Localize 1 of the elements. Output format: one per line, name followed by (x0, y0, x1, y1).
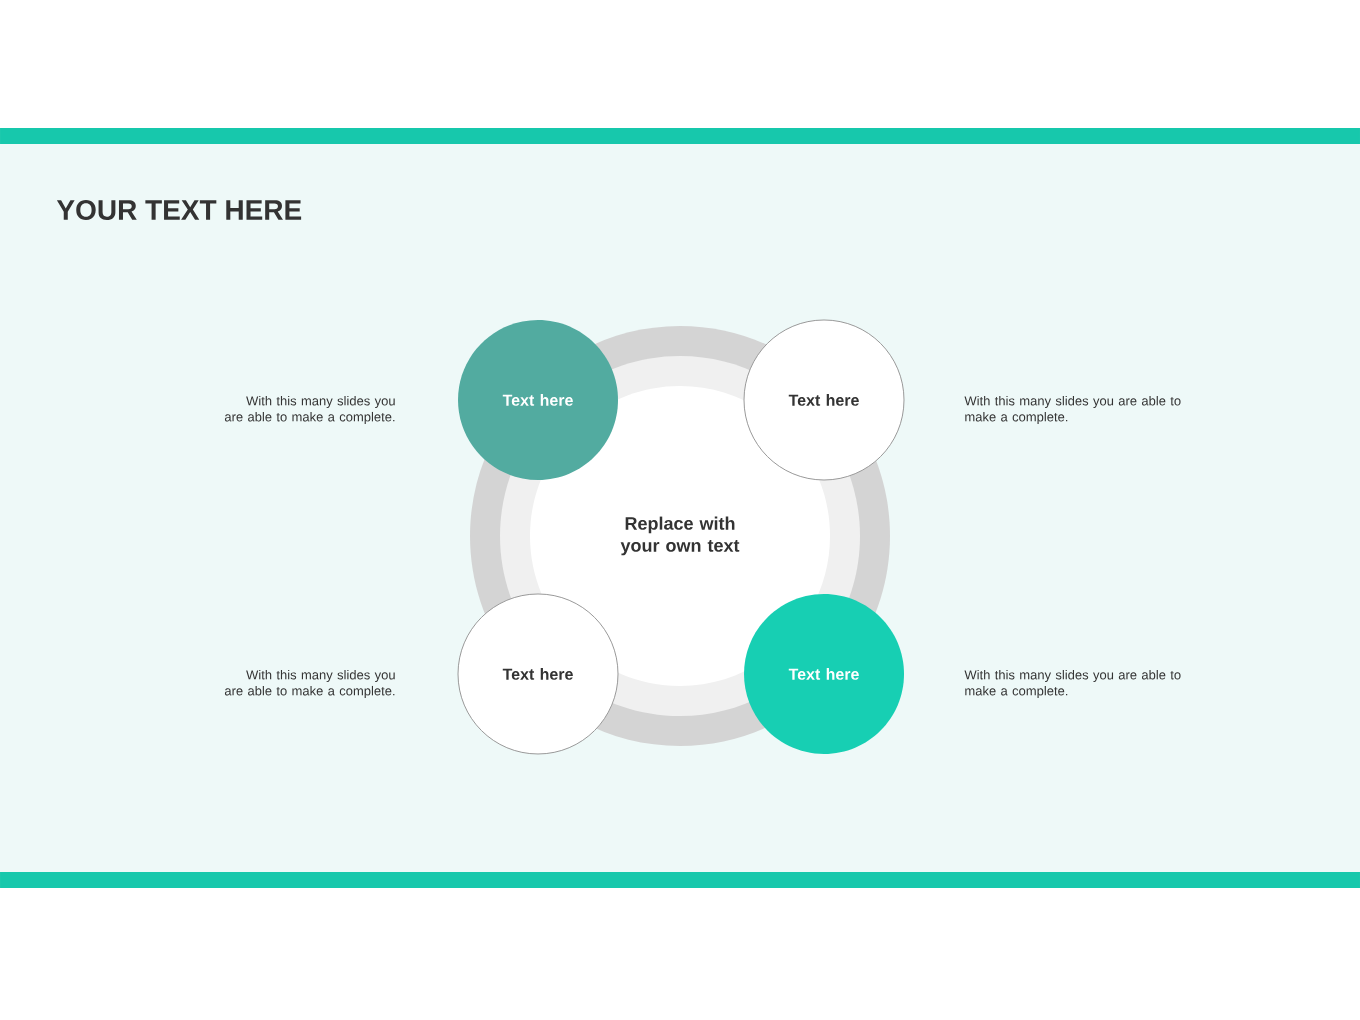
title: YOUR TEXT HERE (56, 200, 302, 220)
